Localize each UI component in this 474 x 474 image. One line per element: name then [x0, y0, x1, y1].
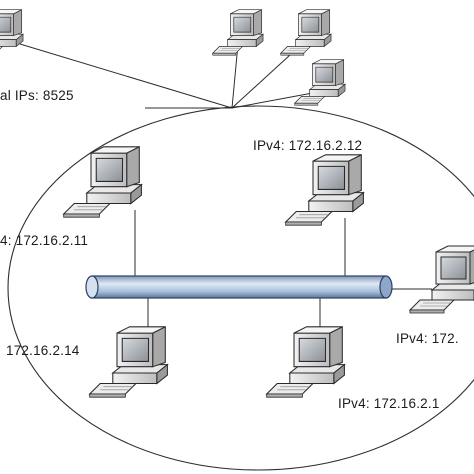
desktop-computer-icon	[409, 245, 474, 314]
pc-label: IPv4: 172.16.2.12	[253, 138, 363, 153]
desktop-computer-icon	[63, 146, 142, 218]
pc-label: IPv4: 172.16.2.1	[338, 396, 440, 411]
desktop-computer-icon	[285, 154, 364, 226]
network-bus-cable	[85, 275, 393, 299]
pc-label: 172.16.2.14	[6, 343, 80, 358]
desktop-computer-icon	[212, 9, 264, 56]
desktop-computer-icon	[89, 326, 168, 398]
uplink-lines	[19, 43, 319, 109]
desktop-computer-icon	[0, 9, 24, 56]
lan-ellipse	[7, 105, 474, 471]
drop-cables	[134, 210, 432, 340]
pc-label: IPv4: 172.	[396, 331, 459, 346]
pc-label: 4: 172.16.2.11	[0, 233, 89, 248]
desktop-computer-icon	[280, 9, 332, 56]
desktop-computer-icon	[294, 59, 346, 106]
total-ips-label: al IPs: 8525	[0, 88, 74, 103]
desktop-computer-icon	[266, 326, 345, 398]
